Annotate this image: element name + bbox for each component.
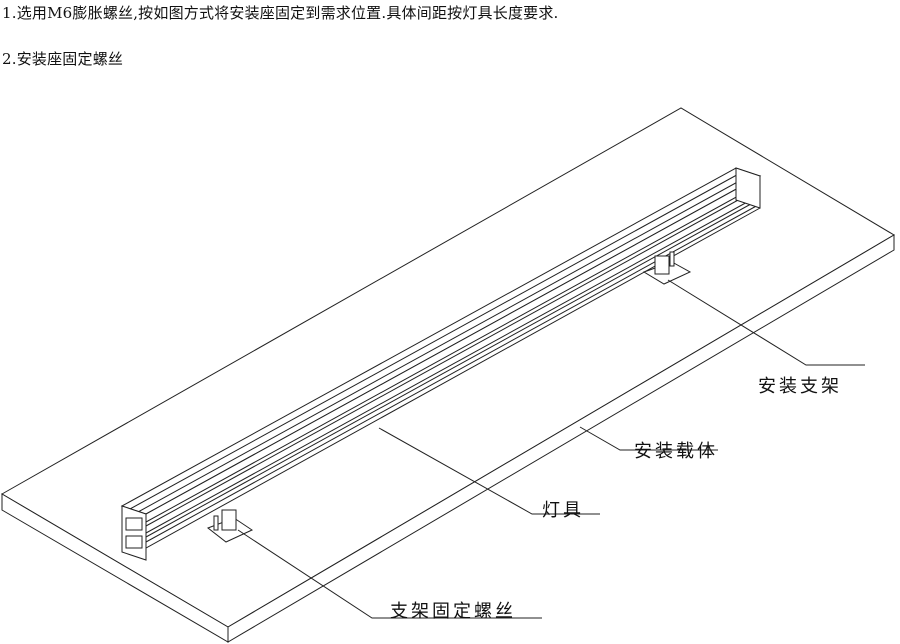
leader-lines [237,279,865,619]
mounting-bracket-far [642,251,692,285]
label-mounting-surface: 安装载体 [634,441,718,462]
leader-screw [237,529,542,619]
light-fixture [120,167,762,561]
label-fixture: 灯具 [542,500,584,521]
leader-bracket [667,279,865,366]
label-mounting-bracket: 安装支架 [758,376,842,397]
leader-fixture [378,427,600,515]
instruction-step-1: 1.选用M6膨胀螺丝,按如图方式将安装座固定到需求位置.具体间距按灯具长度要求. [2,4,559,22]
leader-surface [579,426,718,451]
mounting-bracket-near [206,509,254,543]
label-bracket-screw: 支架固定螺丝 [390,601,516,622]
instruction-step-2: 2.安装座固定螺丝 [2,50,124,68]
